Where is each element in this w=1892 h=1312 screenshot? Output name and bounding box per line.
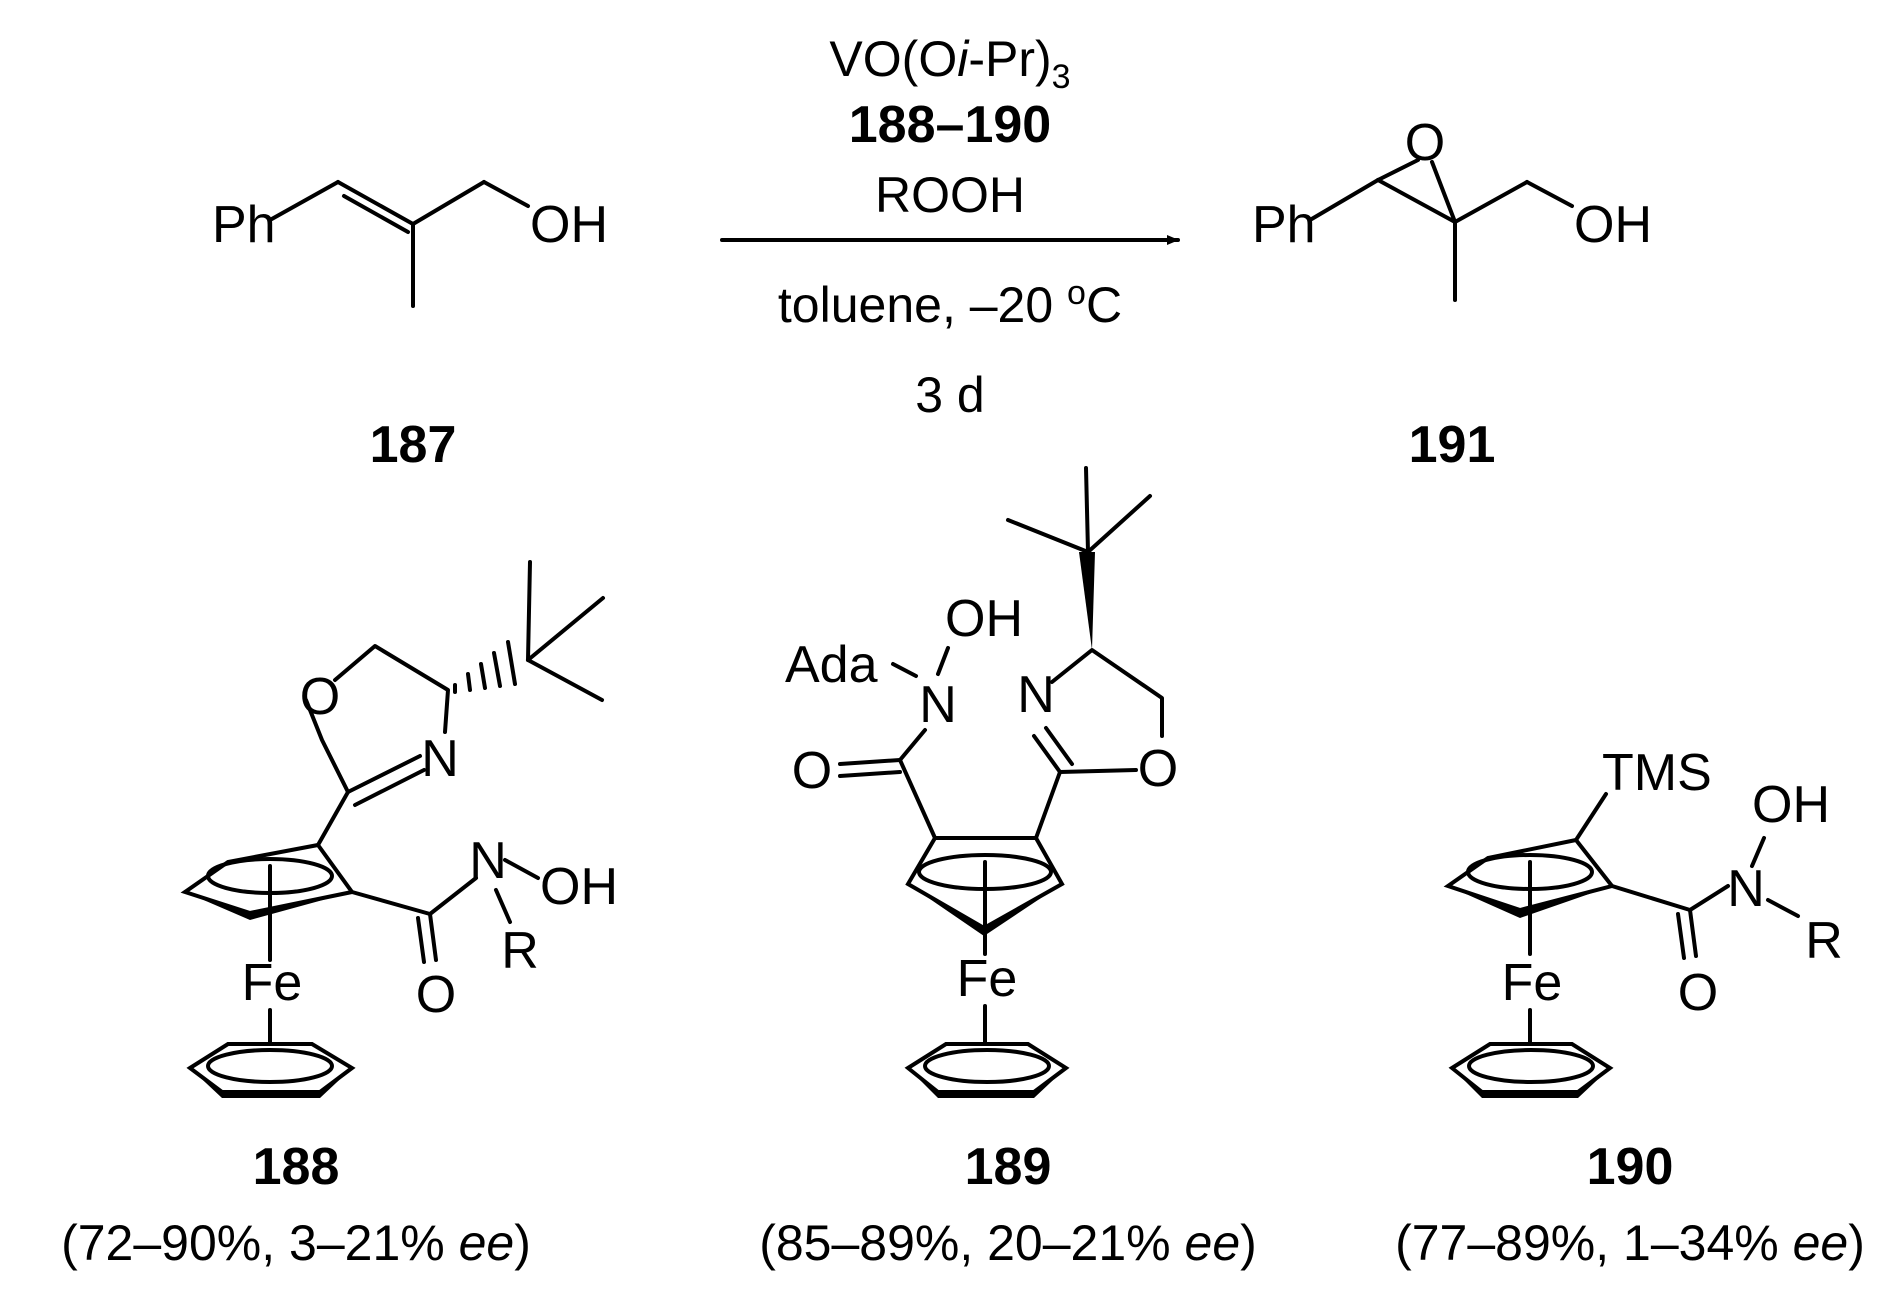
tms-label: TMS: [1602, 744, 1712, 802]
oh-label: OH: [1752, 776, 1830, 834]
bond: [268, 180, 340, 222]
no-bond: [936, 646, 950, 676]
time-label: 3 d: [915, 367, 985, 423]
tbu-bond: [526, 596, 605, 662]
amide-bonds: [350, 876, 478, 916]
carbonyl-bond-inner: [838, 770, 902, 778]
fe-label: Fe: [242, 954, 303, 1012]
r-label: R: [501, 922, 539, 980]
fe-label: Fe: [957, 950, 1018, 1008]
double-bond-inner: [342, 194, 410, 234]
nr-bond: [494, 888, 512, 924]
compound-187-label: 187: [370, 416, 457, 474]
carbonyl-bond: [428, 912, 438, 962]
tbu-bond: [1086, 494, 1152, 554]
cp-aromatic-circle: [206, 1048, 334, 1084]
carbonyl-o-label: O: [1678, 964, 1718, 1022]
no-bond: [503, 858, 540, 880]
reagent-vanadium: VO(Oi-Pr)3: [829, 31, 1070, 96]
oxidant-label: ROOH: [875, 167, 1025, 223]
wedge-bond: [1079, 552, 1095, 650]
tbu-bond: [1006, 518, 1090, 554]
ada-n-bond: [891, 662, 918, 678]
reactant-ph-label: Ph: [212, 196, 276, 254]
product-191: Ph O OH 191: [1252, 114, 1652, 474]
bond: [1525, 180, 1574, 208]
oh-label: OH: [540, 858, 618, 916]
hashed-bond: [453, 640, 517, 694]
epoxide-o-label: O: [1405, 114, 1445, 172]
reaction-arrow-group: VO(Oi-Pr)3 188–190 ROOH toluene, –20 oC …: [720, 31, 1180, 423]
compound-190-label: 190: [1587, 1138, 1674, 1196]
no-bond: [1750, 836, 1766, 868]
cp-aromatic-circle: [1467, 1048, 1595, 1084]
oxazoline-bonds: [1058, 768, 1138, 774]
cp-aromatic-circle: [923, 1048, 1051, 1084]
yield-188: (72–90%, 3–21% ee): [61, 1215, 531, 1271]
bond: [316, 790, 350, 847]
amide-bonds: [1610, 884, 1730, 912]
bond: [482, 180, 530, 208]
oh-label: OH: [945, 590, 1023, 648]
oxazoline-bonds: [1050, 648, 1164, 738]
carbonyl-bond: [838, 758, 902, 766]
cp-ring-lower-front-edge: [908, 1068, 1066, 1098]
epoxide-co-bond: [1430, 160, 1457, 224]
carbonyl-o-label: O: [792, 742, 832, 800]
cn-double-bond-inner: [353, 768, 426, 807]
bond: [1308, 178, 1380, 222]
carbonyl-bond-inner: [416, 916, 426, 964]
cn-double-bond: [1032, 734, 1062, 774]
tbu-bond: [1084, 466, 1090, 554]
compound-191-label: 191: [1409, 416, 1496, 474]
epoxide-co-bond: [1376, 158, 1420, 182]
ring-n-label: N: [1017, 666, 1055, 724]
bond: [1034, 770, 1062, 840]
bond: [411, 180, 486, 226]
double-bond: [336, 180, 415, 226]
tms-bond: [1574, 792, 1608, 842]
reactant-oh-label: OH: [530, 196, 608, 254]
amide-n-label: N: [1727, 860, 1765, 918]
cp-ring-lower-front-edge: [1452, 1068, 1610, 1098]
product-ph-label: Ph: [1252, 196, 1316, 254]
carbonyl-bond: [1688, 908, 1698, 958]
ring-o-label: O: [1138, 740, 1178, 798]
compound-188-label: 188: [253, 1138, 340, 1196]
carbonyl-bond-inner: [1676, 912, 1686, 960]
amide-n-label: N: [469, 832, 507, 890]
ligand-range-label: 188–190: [849, 96, 1051, 154]
amide-n-label: N: [919, 676, 957, 734]
oxazoline-bonds: [333, 644, 450, 734]
nr-bond: [1766, 898, 1800, 918]
bond: [898, 758, 937, 840]
solvent-temperature-label: toluene, –20 oC: [778, 274, 1122, 333]
yield-190: (77–89%, 1–34% ee): [1395, 1215, 1865, 1271]
bond: [1453, 180, 1529, 224]
tbu-bond: [526, 560, 532, 662]
carbonyl-o-label: O: [416, 966, 456, 1024]
yield-189: (85–89%, 20–21% ee): [759, 1215, 1257, 1271]
ligand-189: Ada OH N O N O Fe 189 (85–89%, 20: [759, 466, 1257, 1271]
epoxide-cc-bond: [1376, 178, 1457, 224]
ring-n-label: N: [421, 730, 459, 788]
cp-ring-lower-front-edge: [190, 1068, 352, 1098]
ring-o-label: O: [300, 668, 340, 726]
cn-double-bond-inner: [1044, 726, 1074, 766]
compound-189-label: 189: [965, 1138, 1052, 1196]
bond: [898, 728, 927, 762]
reactant-187: Ph OH 187: [212, 180, 608, 474]
tbu-bond: [526, 658, 604, 702]
r-label: R: [1805, 912, 1843, 970]
oxazoline-bonds: [304, 698, 350, 794]
ligand-188: O N O N OH R Fe: [61, 560, 618, 1271]
fe-label: Fe: [1502, 954, 1563, 1012]
cn-double-bond: [346, 754, 422, 794]
product-oh-label: OH: [1574, 196, 1652, 254]
ada-label: Ada: [785, 636, 878, 694]
ligand-190: TMS O N OH R Fe 190 (77–89%, 1–34% ee): [1395, 744, 1865, 1271]
